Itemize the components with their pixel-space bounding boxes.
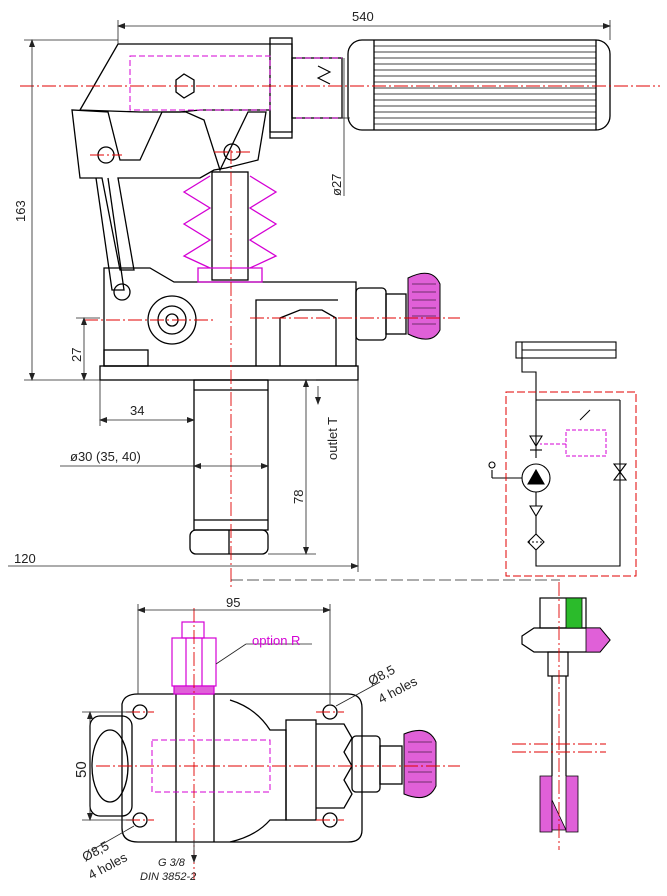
plan-body <box>121 693 363 843</box>
dim-overall-length: 540 <box>352 9 374 24</box>
body-base <box>99 365 359 381</box>
lower-pin <box>113 283 131 301</box>
valve-knob <box>407 272 441 340</box>
grip-ribs <box>374 45 596 125</box>
link-plate <box>71 109 267 271</box>
dim-cylinder-length: 78 <box>291 489 306 504</box>
dim-outlet-offset: 34 <box>130 403 145 418</box>
filter-symbol <box>527 533 545 551</box>
plan-hidden <box>151 739 271 793</box>
piston-rod <box>211 171 249 281</box>
hidden-lines <box>129 55 342 119</box>
top-dimensions <box>8 20 611 572</box>
lever-collar <box>269 37 293 139</box>
valve-body <box>355 287 387 341</box>
section-centers <box>512 582 606 850</box>
dim-base-width: 120 <box>14 551 36 566</box>
dim-handle-dia: ø27 <box>329 173 344 196</box>
dim-bottom-height: 50 <box>73 761 90 778</box>
handle-grip <box>347 39 611 131</box>
dim-bottom-length: 95 <box>226 595 241 610</box>
lever-arm <box>78 43 293 133</box>
pump-body <box>103 267 357 367</box>
dim-height-total: 163 <box>13 200 28 222</box>
label-standard: DIN 3852-2 <box>140 871 197 883</box>
section-fill <box>539 597 611 833</box>
lever-nut <box>175 73 195 99</box>
center-lines <box>20 85 660 590</box>
label-outlet: outlet T <box>325 416 340 460</box>
schematic-relief <box>540 409 607 457</box>
plan-dimensions <box>82 604 381 863</box>
lever-shaft <box>291 57 343 119</box>
bellows <box>182 175 278 283</box>
hydraulic-schematic <box>488 341 628 567</box>
dim-base-height: 27 <box>69 347 84 362</box>
dim-cylinder-dia: ø30 (35, 40) <box>70 449 141 464</box>
label-option: option R <box>252 633 301 648</box>
schematic-boundary <box>505 391 637 577</box>
side-view <box>71 37 611 555</box>
plan-valve <box>351 735 381 793</box>
label-thread: G 3/8 <box>158 857 185 869</box>
section-detail <box>521 597 611 776</box>
relief-valve <box>612 463 628 481</box>
plan-knob <box>403 729 437 799</box>
plan-centers <box>96 608 460 880</box>
